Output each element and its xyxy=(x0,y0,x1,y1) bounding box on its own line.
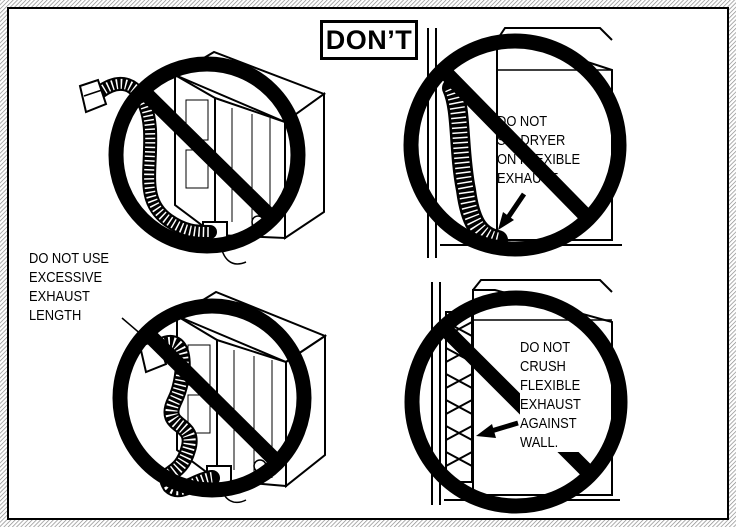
note-line: EXHAUST xyxy=(29,287,109,306)
panel-bottom-left xyxy=(120,292,325,502)
note-line: FLEXIBLE xyxy=(520,376,581,395)
dont-title: DON’T xyxy=(320,20,418,60)
panel-top-left xyxy=(80,52,324,264)
note-line: DO NOT USE xyxy=(29,249,109,268)
note-line: WALL. xyxy=(520,433,581,452)
note-line: EXHAUST. xyxy=(497,169,580,188)
note-bottom-left: DO NOT USE EXCESSIVE EXHAUST LENGTH xyxy=(29,249,109,325)
note-line: EXCESSIVE xyxy=(29,268,109,287)
note-top-right: DO NOT SIT DRYER ON FLEXIBLE EXHAUST. xyxy=(497,112,580,188)
note-bottom-right: DO NOT CRUSH FLEXIBLE EXHAUST AGAINST WA… xyxy=(520,338,581,452)
note-line: EXHAUST xyxy=(520,395,581,414)
note-line: LENGTH xyxy=(29,306,109,325)
note-line: ON FLEXIBLE xyxy=(497,150,580,169)
note-line: SIT DRYER xyxy=(497,131,580,150)
note-line: CRUSH xyxy=(520,357,581,376)
note-line: DO NOT xyxy=(497,112,580,131)
note-line: DO NOT xyxy=(520,338,581,357)
panel-bottom-right xyxy=(412,280,620,506)
note-line: AGAINST xyxy=(520,414,581,433)
